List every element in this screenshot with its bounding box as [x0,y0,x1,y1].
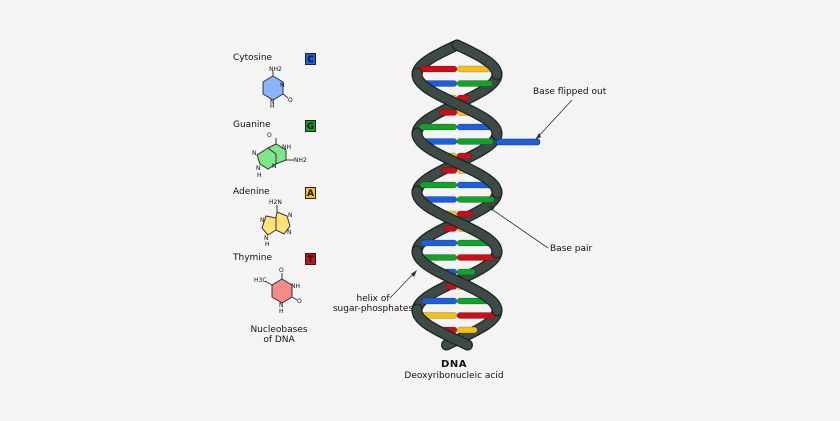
nucleobase-badge-thymine: T [305,253,316,265]
adenine-atom-label: H [265,241,270,248]
thymine-atom-label: H3C [254,277,267,284]
base-pair-half [456,312,496,319]
nucleobase-badge-guanine: G [305,120,316,132]
helix-backbone-front [411,39,503,351]
base-pair-half [419,123,458,131]
backbone-ribbon [412,304,472,350]
flipped-out-base [495,138,541,146]
base-pair-half [439,109,458,116]
leader-line-base-pair [489,207,549,249]
adenine-atom-label: H2N [269,199,282,206]
base-pair-half [456,152,472,160]
base-pair-half [456,80,493,87]
guanine-structure-icon: O NH N NH2 N N H [252,132,307,179]
backbone-ribbon [452,40,502,80]
guanine-atom-label: N [252,150,257,157]
arrowhead-flipped [535,133,541,140]
diagram-title: DNA [441,359,467,370]
thymine-atom-label: H [279,308,284,315]
nucleobase-badge-cytosine: C [305,53,316,65]
guanine-atom-label: NH2 [294,157,307,164]
annotation-base-pair: Base pair [550,244,593,254]
guanine-atom-label: N [272,163,277,170]
backbone-ribbon [412,186,502,258]
thymine-atom-label: N [279,302,284,309]
base-pair-half [456,326,478,334]
nucleobase-label-cytosine: Cytosine [233,53,273,63]
guanine-atom-label: H [257,172,262,179]
base-pair-half [421,297,458,305]
nucleobase-label-guanine: Guanine [233,120,271,130]
thymine-atom-label: NH [291,283,300,290]
guanine-atom-label: NH [282,144,291,151]
guanine-atom-label: O [267,132,272,139]
adenine-atom-label: N [288,212,293,219]
cytosine-atom-label: NH2 [269,66,282,73]
base-pair-half [420,239,458,247]
backbone-ribbon [412,68,502,140]
annotation-helix-line2: sugar-phosphates [332,304,414,314]
nucleobases-caption-line2: of DNA [263,335,295,345]
cytosine-structure-icon: NH2 N N O H [262,66,293,110]
thymine-atom-label: O [297,298,302,305]
arrowhead-helix [411,270,417,277]
backbone-ribbon [412,128,502,198]
base-pair-half [441,167,458,174]
adenine-atom-label: N [264,235,269,242]
base-pair-half [456,268,476,276]
base-pair-half [456,196,495,203]
base-pair-half [419,181,458,189]
base-pair-half [418,65,458,73]
leader-line-flipped [536,99,573,139]
annotation-base-flipped-out: Base flipped out [533,87,607,97]
base-pair-half [456,254,496,261]
backbone-ribbon [412,246,502,316]
nucleobase-badge-adenine: A [305,187,316,199]
nucleobase-label-adenine: Adenine [233,187,270,197]
cytosine-atom-label: O [288,97,293,104]
base-pair-half [456,138,494,145]
cytosine-atom-label: N [280,82,285,89]
nucleobases-caption-line1: Nucleobases [250,325,308,335]
leader-line-helix [389,271,416,299]
diagram-subtitle: Deoxyribonucleic acid [404,371,504,381]
annotation-helix-line1: helix of [356,294,390,304]
nucleobase-label-thymine: Thymine [233,253,273,263]
cytosine-atom-label: H [270,103,275,110]
adenine-structure-icon: H2N N N N N H [260,199,293,248]
cytosine-atom-label: N [270,99,275,106]
thymine-structure-icon: H3C O NH N O H [254,267,302,315]
adenine-atom-label: N [260,217,265,224]
guanine-atom-label: N [256,165,261,172]
base-pair-half [456,210,474,218]
adenine-atom-label: N [287,229,292,236]
arrowhead-base-pair [488,206,495,211]
thymine-atom-label: O [279,267,284,274]
